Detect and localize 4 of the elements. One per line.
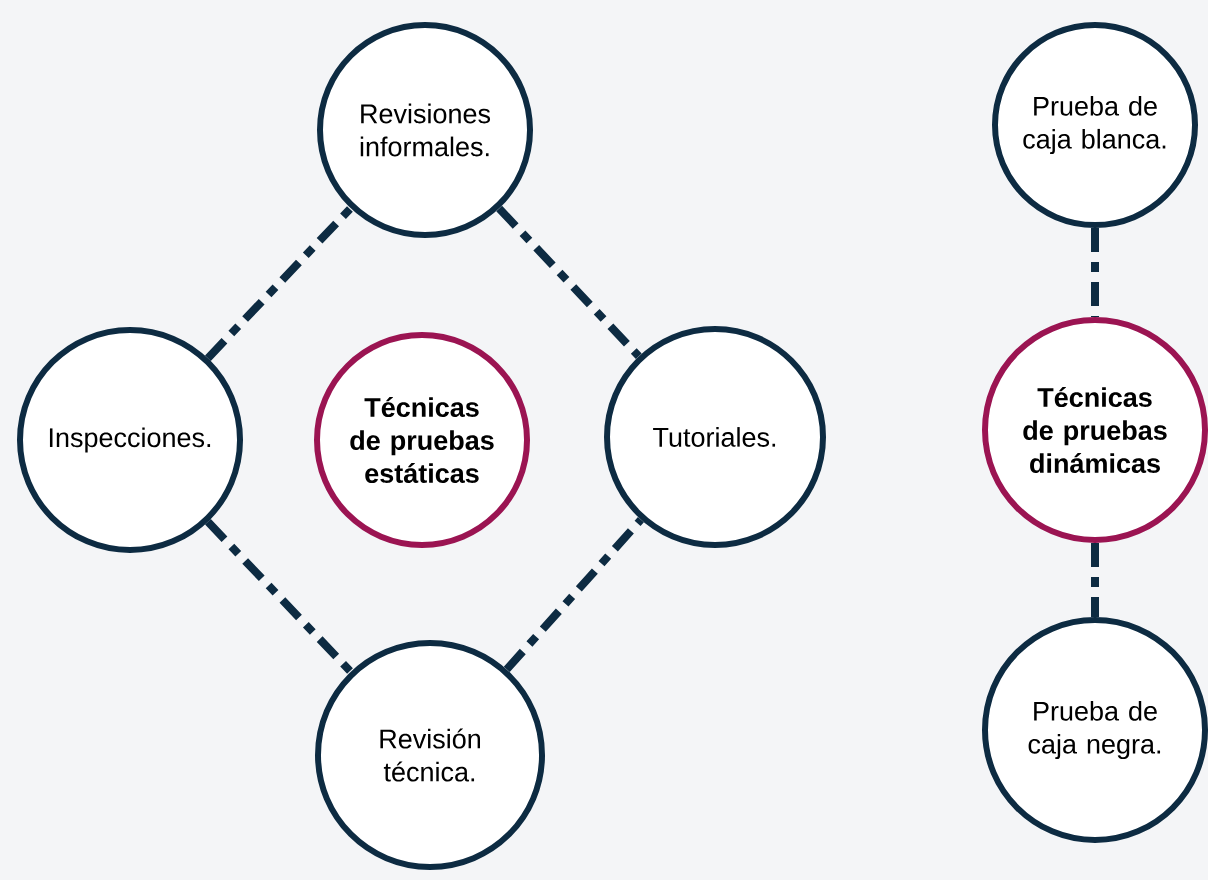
connector-line bbox=[205, 519, 354, 675]
connector-line bbox=[205, 205, 354, 361]
connector-line bbox=[503, 516, 644, 673]
connector-line bbox=[496, 205, 642, 360]
